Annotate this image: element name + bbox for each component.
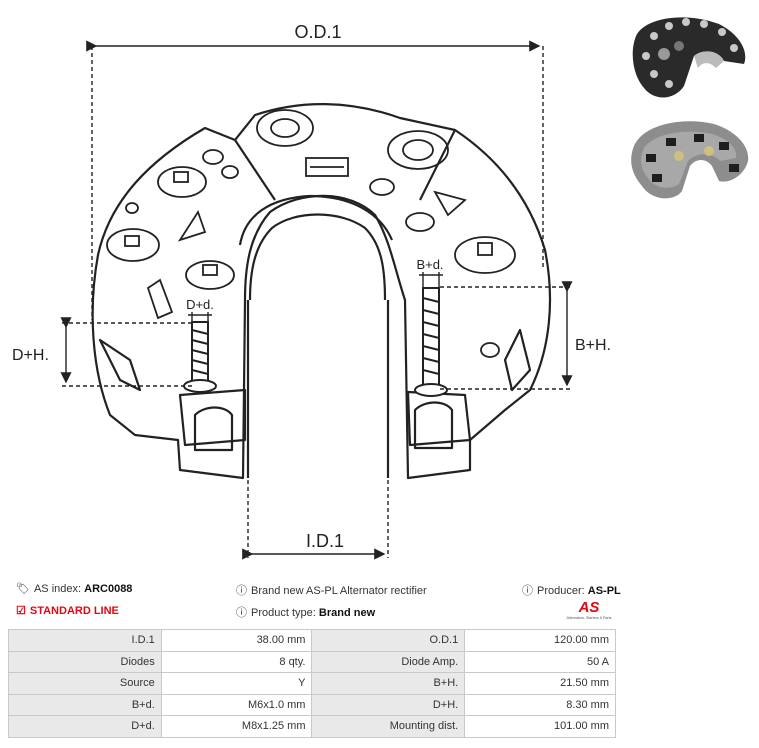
spec-value: 8 qty. [160, 650, 313, 673]
spec-label: B+H. [311, 672, 466, 695]
spec-label: D+H. [311, 693, 466, 716]
spec-value: 38.00 mm [160, 629, 313, 652]
spec-label: Source [8, 672, 162, 695]
logo-text: AS [578, 599, 600, 616]
product-type-label: Product type: [251, 607, 316, 619]
spec-value: M8x1.25 mm [160, 715, 313, 738]
as-index-label: AS index: [33, 583, 82, 595]
spec-label: B+d. [8, 693, 162, 716]
bolt-left [183, 321, 217, 393]
spec-label: Mounting dist. [311, 715, 466, 738]
rectifier-technical-drawing: O.D.1 I.D.1 D+H. B+H. D+d. B+d. [12, 22, 611, 560]
tags-icon: 🏷 [16, 583, 30, 595]
spec-value: 120.00 mm [464, 629, 616, 652]
product-description-text: Brand new AS-PL Alternator rectifier [251, 585, 427, 597]
as-pl-logo: AS Alternators, Starters & Parts [567, 599, 612, 620]
product-type: ⓘ Product type: Brand new [236, 604, 375, 620]
spec-value: Y [160, 672, 313, 695]
standard-line-label: STANDARD LINE [29, 605, 119, 617]
product-photo-bottom [631, 121, 749, 199]
label-bh: B+H. [575, 337, 611, 354]
producer: ⓘ Producer: AS-PL [522, 582, 621, 598]
spec-label: D+d. [8, 715, 162, 738]
label-od1: O.D.1 [294, 22, 341, 42]
standard-line: ☑STANDARD LINE [16, 604, 119, 617]
label-dd: D+d. [186, 297, 214, 312]
info-circle-icon: ⓘ [236, 585, 247, 597]
spec-value: 21.50 mm [464, 672, 616, 695]
spec-label: Diodes [8, 650, 162, 673]
label-dh: D+H. [12, 347, 49, 364]
rectifier-body-outline [91, 103, 552, 480]
producer-value: AS-PL [587, 585, 621, 597]
as-index-value: ARC0088 [84, 583, 133, 595]
info-circle-icon: ⓘ [236, 607, 247, 619]
producer-label: Producer: [537, 585, 585, 597]
product-type-value: Brand new [318, 607, 376, 619]
spec-value: 8.30 mm [464, 693, 616, 716]
spec-label: O.D.1 [311, 629, 466, 652]
checkbox-icon: ☑ [16, 605, 26, 617]
as-index: 🏷AS index: ARC0088 [16, 582, 132, 595]
label-bd: B+d. [416, 257, 443, 272]
spec-label: Diode Amp. [311, 650, 466, 673]
spec-value: 101.00 mm [464, 715, 616, 738]
bolt-right [414, 287, 448, 397]
dimension-lines [60, 40, 573, 560]
label-id1: I.D.1 [306, 531, 344, 551]
spec-value: 50 A [464, 650, 616, 673]
rectifier-features [106, 109, 516, 358]
spec-value: M6x1.0 mm [160, 693, 313, 716]
dimension-labels: O.D.1 I.D.1 D+H. B+H. D+d. B+d. [12, 22, 611, 551]
product-description: ⓘ Brand new AS-PL Alternator rectifier [236, 582, 427, 598]
info-circle-icon: ⓘ [522, 585, 533, 597]
spec-label: I.D.1 [8, 629, 162, 652]
logo-tagline: Alternators, Starters & Parts [567, 616, 612, 620]
product-photo-top [632, 17, 746, 98]
